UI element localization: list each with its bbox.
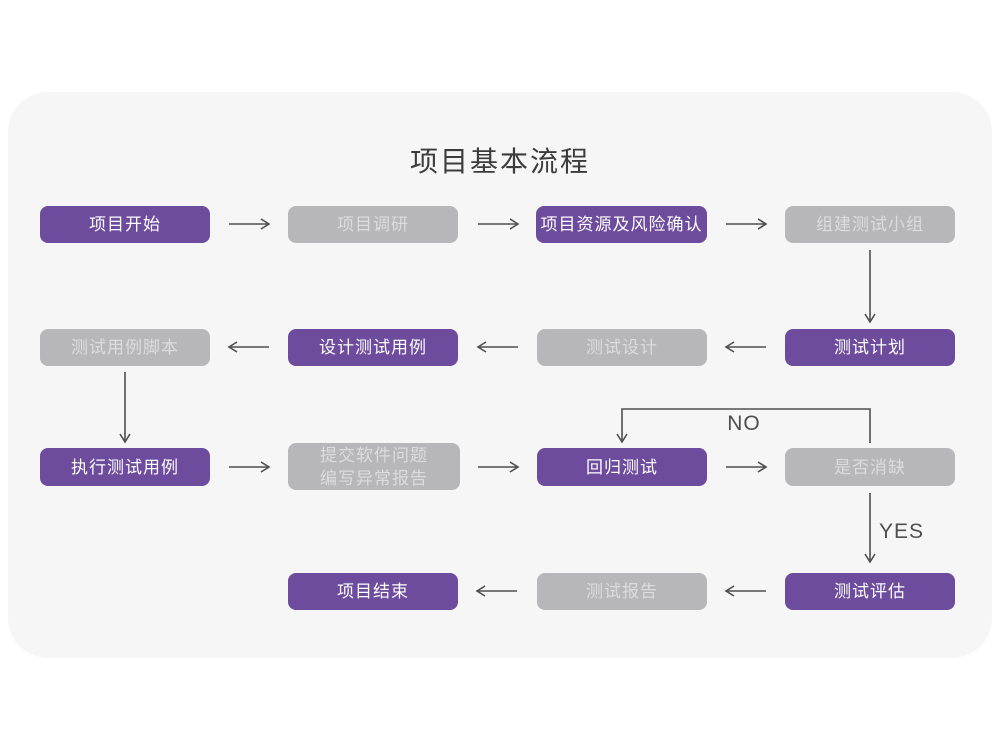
flow-node-test-plan: 测试计划 <box>785 329 955 366</box>
flow-node-build-test-team: 组建测试小组 <box>785 206 955 243</box>
flow-node-run-test-case: 执行测试用例 <box>40 448 210 486</box>
flow-node-design-test-case: 设计测试用例 <box>288 329 458 366</box>
flow-node-test-case-script: 测试用例脚本 <box>40 329 210 366</box>
flow-node-test-report: 测试报告 <box>537 573 707 610</box>
flow-node-defect-cleared: 是否消缺 <box>785 448 955 486</box>
branch-label-no: NO <box>727 412 761 435</box>
branch-label-yes: YES <box>879 520 925 543</box>
diagram-title: 项目基本流程 <box>409 146 590 177</box>
flow-node-test-design: 测试设计 <box>537 329 707 366</box>
diagram-card <box>8 92 992 658</box>
flow-node-project-start: 项目开始 <box>40 206 210 243</box>
flow-node-project-end: 项目结束 <box>288 573 458 610</box>
flow-node-test-evaluation: 测试评估 <box>785 573 955 610</box>
flow-node-regression-test: 回归测试 <box>537 448 707 486</box>
flow-node-submit-issue-report: 提交软件问题 编写异常报告 <box>288 443 460 490</box>
flow-node-project-research: 项目调研 <box>288 206 458 243</box>
flow-node-resource-risk-confirm: 项目资源及风险确认 <box>536 206 707 243</box>
